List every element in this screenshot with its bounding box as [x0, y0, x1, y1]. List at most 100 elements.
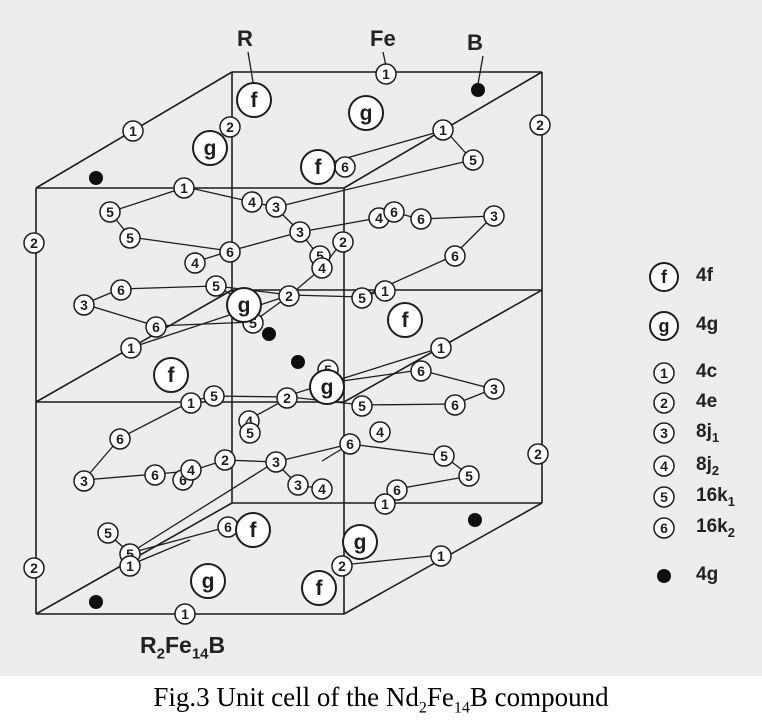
fe-atom: 4: [180, 459, 202, 481]
fe-atom: 1: [122, 120, 144, 142]
legend-ring: [649, 311, 679, 341]
fe-atom: 5: [97, 522, 119, 544]
fe-atom-symbol: 5: [358, 290, 366, 306]
legend-symbol: 4: [653, 455, 675, 477]
legend-dot: [657, 569, 671, 583]
r-atom-symbol: g: [202, 570, 215, 593]
fe-atom: 5: [99, 201, 121, 223]
fe-atom-symbol: 5: [316, 248, 324, 264]
fe-atom-symbol: 2: [226, 119, 234, 135]
bond-line: [109, 186, 187, 213]
fe-atom-symbol: 5: [246, 425, 254, 441]
fe-atom: 6: [334, 156, 356, 178]
fe-atom: 6: [410, 360, 432, 382]
fe-atom-ring: [97, 522, 119, 544]
r-atom: g: [348, 95, 384, 131]
fe-atom-ring: [410, 208, 432, 230]
legend-symbol: g: [649, 311, 679, 341]
fe-atom-ring: [145, 316, 167, 338]
r-atom-ring: [301, 570, 337, 606]
bond-line: [129, 526, 228, 554]
legend-symbol: 1: [653, 362, 675, 384]
fe-atom-ring: [287, 474, 309, 496]
fe-atom-ring: [122, 120, 144, 142]
fe-atom-symbol: 2: [30, 560, 38, 576]
b-atom: [468, 513, 482, 527]
fe-atom-ring: [430, 545, 452, 567]
bond-line: [129, 236, 231, 252]
fe-atom-ring: [483, 378, 505, 400]
fe-atom: 6: [219, 241, 241, 263]
fe-atom-ring: [174, 603, 196, 625]
b-atom: [89, 595, 103, 609]
bond-line: [349, 443, 445, 457]
legend-label: 16k2: [696, 516, 735, 540]
fe-atom: 6: [386, 479, 408, 501]
fe-atom-ring: [239, 422, 261, 444]
fe-atom: 4: [184, 252, 206, 274]
bond-line: [289, 294, 363, 298]
formula-part: Fe: [164, 632, 192, 658]
fe-atom: 1: [120, 337, 142, 359]
fe-atom: 2: [331, 555, 353, 577]
fe-atom-ring: [351, 287, 373, 309]
fe-atom-ring: [278, 285, 300, 307]
fe-atom: 5: [433, 445, 455, 467]
fe-atom-ring: [432, 119, 454, 141]
fe-atom: 3: [483, 205, 505, 227]
fe-atom-symbol: 5: [249, 315, 257, 331]
fe-atom-symbol: 3: [80, 473, 88, 489]
fe-atom-ring: [203, 385, 225, 407]
legend-ring: [653, 517, 675, 539]
fe-atom-ring: [458, 465, 480, 487]
fe-atom: 3: [287, 474, 309, 496]
caption-part: Fe: [426, 682, 454, 712]
fe-atom-ring: [289, 221, 311, 243]
bond-line: [276, 189, 346, 208]
fe-atom-symbol: 6: [390, 204, 398, 220]
fe-atom: 6: [444, 394, 466, 416]
fe-atom-ring: [184, 252, 206, 274]
legend-label: 16k1: [696, 485, 735, 509]
bond-line: [83, 303, 157, 327]
fe-atom-symbol: 6: [451, 397, 459, 413]
fe-atom-ring: [386, 479, 408, 501]
fe-atom: 6: [410, 208, 432, 230]
label-fe: Fe: [370, 26, 396, 51]
fe-atom-symbol: 6: [179, 472, 187, 488]
fe-atom-ring: [374, 493, 396, 515]
fe-atom: 4: [369, 421, 391, 443]
fe-atom-ring: [433, 445, 455, 467]
fe-atom: 1: [173, 177, 195, 199]
fe-atom-ring: [265, 196, 287, 218]
label-b: B: [467, 30, 483, 55]
fe-atom-symbol: 1: [181, 606, 189, 622]
r-atom: g: [192, 130, 228, 166]
fe-atom-symbol: 4: [375, 210, 383, 226]
fe-atom-ring: [444, 245, 466, 267]
fe-atom: 2: [23, 232, 45, 254]
fe-atom-symbol: 2: [534, 446, 542, 462]
fe-atom-ring: [219, 241, 241, 263]
fe-atom: 3: [73, 470, 95, 492]
legend-ring: [653, 486, 675, 508]
bond-line: [129, 461, 276, 554]
fe-atom-symbol: 1: [129, 123, 137, 139]
legend-label: 4c: [696, 361, 717, 383]
bond-line: [344, 159, 473, 191]
fe-atom-ring: [311, 257, 333, 279]
fe-atom: 1: [174, 603, 196, 625]
fe-atom: 6: [144, 464, 166, 486]
fe-atom-symbol: 3: [272, 199, 280, 215]
fe-atom-symbol: 1: [127, 340, 135, 356]
fe-atom-symbol: 6: [152, 319, 160, 335]
fe-atom-symbol: 6: [417, 211, 425, 227]
r-atom-symbol: g: [360, 102, 373, 125]
fe-atom-symbol: 4: [318, 260, 326, 276]
caption-part: B compound: [469, 682, 609, 712]
legend-symbol-text: g: [659, 316, 670, 336]
fe-atom-symbol: 6: [151, 467, 159, 483]
fe-atom-ring: [180, 392, 202, 414]
fe-atom-symbol: 5: [358, 398, 366, 414]
